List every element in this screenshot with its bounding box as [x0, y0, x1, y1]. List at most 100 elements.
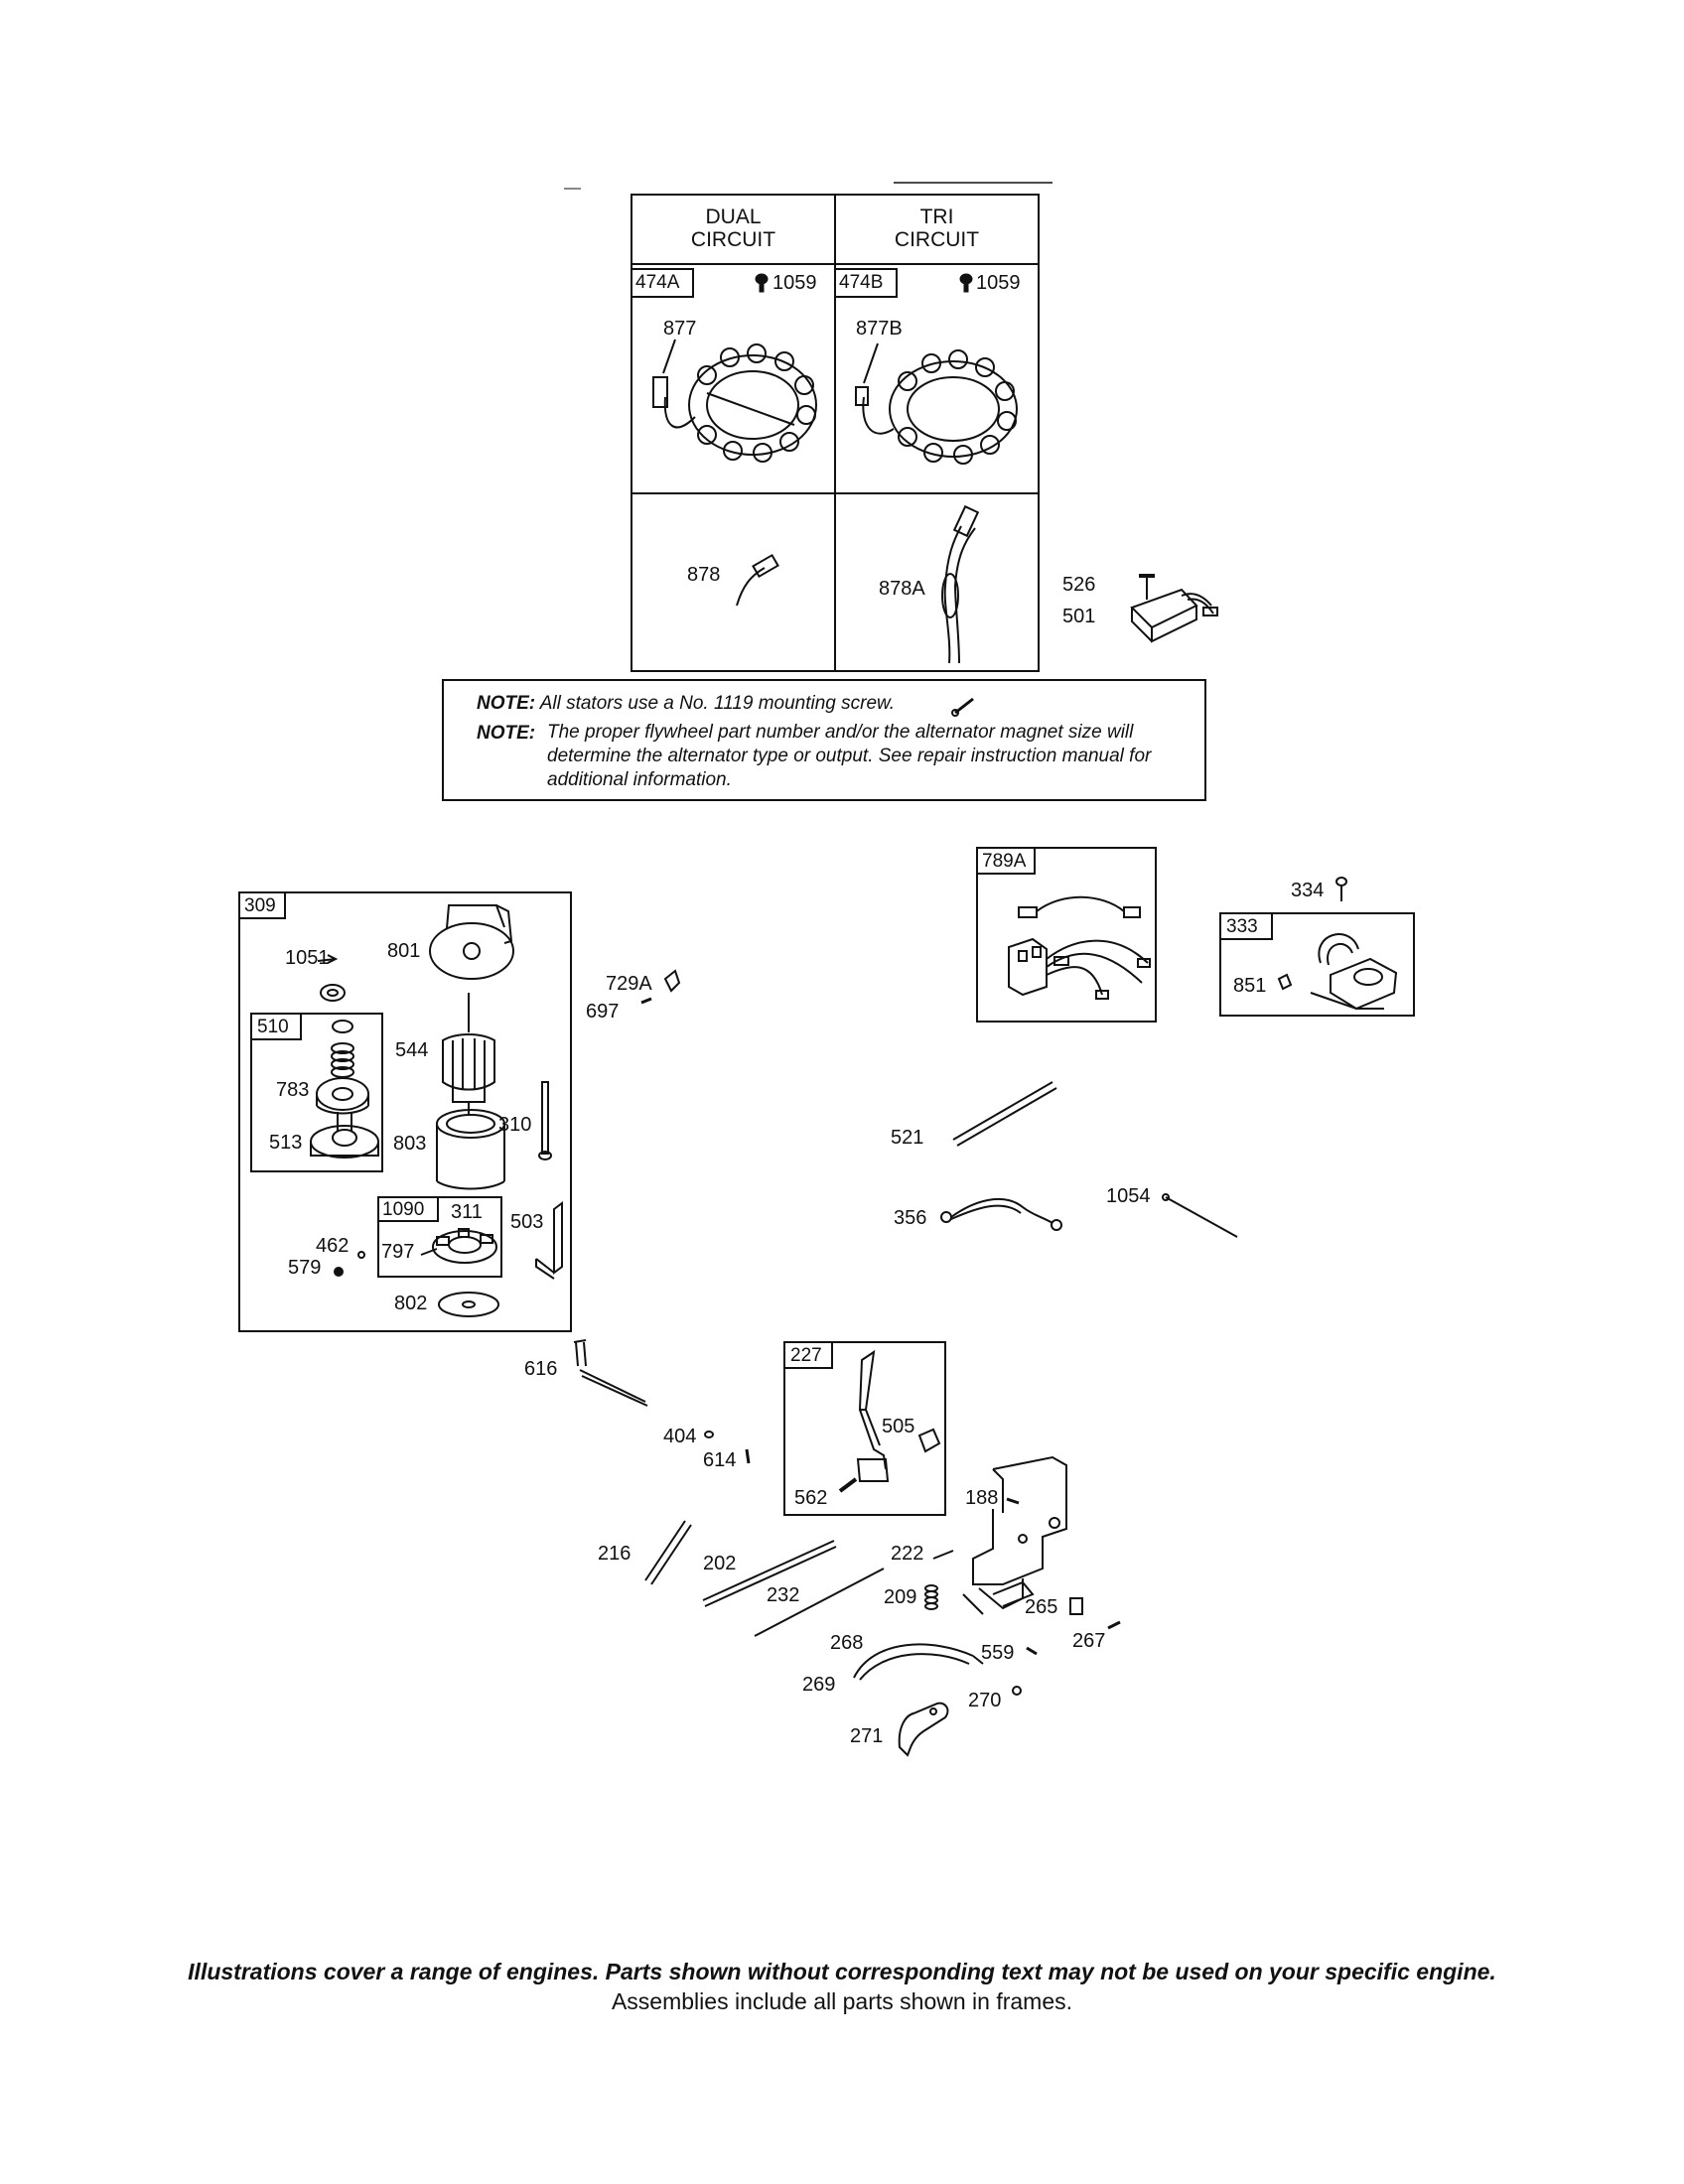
part-label-851: 851 — [1233, 975, 1267, 997]
part-label-356: 356 — [894, 1207, 927, 1229]
armature-544-drawing — [442, 993, 495, 1116]
pinion-gear-783-drawing — [316, 1077, 369, 1115]
governor-lever-227-drawing — [838, 1349, 941, 1493]
part-label-797: 797 — [381, 1241, 415, 1263]
governor-shaft-616-drawing — [573, 1339, 648, 1407]
part-label-267: 267 — [1072, 1630, 1106, 1652]
rod-521-drawing — [952, 1081, 1057, 1147]
screw-1059-icons — [755, 273, 973, 293]
rectifier-501-drawing — [1130, 574, 1218, 643]
part-label-503: 503 — [510, 1211, 544, 1233]
part-label-783: 783 — [276, 1079, 310, 1101]
frame-309-box — [238, 891, 572, 1332]
part-label-216: 216 — [598, 1543, 632, 1565]
frame-label-789A: 789A — [982, 851, 1027, 872]
wire-harness-789A-drawing — [1008, 895, 1151, 1000]
part-label-802: 802 — [394, 1293, 428, 1314]
part-label-269: 269 — [802, 1674, 836, 1696]
part-label-1051: 1051 — [285, 947, 330, 969]
part-label-1054: 1054 — [1106, 1185, 1151, 1207]
spring-209-drawing — [924, 1584, 938, 1610]
frame-label-309: 309 — [244, 895, 276, 916]
part-label-462: 462 — [316, 1235, 350, 1257]
part-label-222: 222 — [891, 1543, 924, 1565]
frame-label-510: 510 — [257, 1017, 289, 1037]
part-label-526: 526 — [1062, 574, 1096, 596]
brush-holder-797-drawing — [420, 1228, 497, 1264]
control-bracket-drawing — [962, 1455, 1067, 1615]
ignition-coil-333-drawing — [1277, 933, 1398, 1011]
footer-assemblies-note: Assemblies include all parts shown in fr… — [611, 1988, 1073, 2014]
part-label-513: 513 — [269, 1132, 303, 1154]
frame-1090-box — [377, 1196, 502, 1278]
frame-label-333: 333 — [1226, 916, 1258, 937]
frame-label-1090: 1090 — [382, 1199, 425, 1220]
frame-label-474B: 474B — [839, 272, 884, 293]
frame-label-474A: 474A — [635, 272, 680, 293]
part-label-265: 265 — [1025, 1596, 1058, 1618]
spring-drawing — [331, 1042, 354, 1078]
part-label-209: 209 — [884, 1586, 917, 1608]
note-1-label: NOTE: — [477, 693, 536, 714]
frame-label-227: 227 — [790, 1345, 822, 1366]
part-label-878A: 878A — [879, 578, 925, 600]
note-2-text: The proper flywheel part number and/or t… — [547, 722, 1152, 790]
part-label-614: 614 — [703, 1449, 737, 1471]
frame-474B-box — [834, 268, 898, 298]
motor-housing-803-drawing — [436, 1109, 505, 1190]
part-label-801: 801 — [387, 940, 421, 962]
header-tri-circuit: TRI CIRCUIT — [894, 205, 980, 251]
part-label-311: 311 — [451, 1201, 483, 1223]
part-label-310: 310 — [498, 1114, 532, 1136]
end-plate-802-drawing — [438, 1292, 499, 1317]
frame-510-box — [250, 1013, 383, 1172]
part-label-271: 271 — [850, 1725, 884, 1747]
frame-789A-box — [976, 847, 1157, 1023]
part-label-729A: 729A — [606, 973, 652, 995]
frame-333-box — [1219, 912, 1415, 1017]
stator-877-drawing — [652, 339, 817, 463]
part-label-1059-b: 1059 — [976, 272, 1021, 294]
part-label-505: 505 — [882, 1416, 915, 1437]
part-label-878: 878 — [687, 564, 721, 586]
part-label-202: 202 — [703, 1553, 737, 1574]
part-label-404: 404 — [663, 1426, 697, 1447]
part-label-334: 334 — [1291, 880, 1325, 901]
ground-wire-356-drawing — [940, 1198, 1062, 1231]
note-1: NOTE: All stators use a No. 1119 mountin… — [477, 691, 973, 717]
note-2-label: NOTE: — [477, 723, 536, 744]
frame-474A-box — [631, 268, 694, 298]
stator-877B-drawing — [855, 342, 1018, 465]
note-2: NOTE: The proper flywheel part number an… — [477, 721, 1184, 792]
note-box — [442, 679, 1206, 801]
cable-268-drawing — [853, 1643, 984, 1681]
end-cap-801-drawing — [429, 904, 514, 980]
part-label-268: 268 — [830, 1632, 864, 1654]
part-label-616: 616 — [524, 1358, 558, 1380]
part-label-877: 877 — [663, 318, 697, 340]
part-label-562: 562 — [794, 1487, 828, 1509]
drive-housing-513-drawing — [310, 1112, 379, 1159]
part-label-877B: 877B — [856, 318, 903, 340]
part-label-1059-a: 1059 — [772, 272, 817, 294]
header-dual-circuit: DUAL CIRCUIT — [690, 205, 776, 251]
part-label-803: 803 — [393, 1133, 427, 1155]
part-label-544: 544 — [395, 1039, 429, 1061]
part-label-697: 697 — [586, 1001, 620, 1023]
note-1-text: All stators use a No. 1119 mounting scre… — [539, 693, 895, 714]
harness-878A-drawing — [941, 504, 980, 664]
screw-334-drawing — [1335, 877, 1347, 901]
part-label-188: 188 — [965, 1487, 999, 1509]
part-label-501: 501 — [1062, 606, 1096, 627]
bracket-271-drawing — [898, 1702, 949, 1757]
frame-227-box — [783, 1341, 946, 1516]
through-bolt-310-drawing — [538, 1081, 552, 1160]
bracket-503-drawing — [535, 1201, 563, 1280]
part-label-579: 579 — [288, 1257, 322, 1279]
part-label-559: 559 — [981, 1642, 1015, 1664]
lead-878-drawing — [736, 553, 779, 607]
part-label-521: 521 — [891, 1127, 924, 1149]
part-label-232: 232 — [767, 1584, 800, 1606]
part-label-270: 270 — [968, 1690, 1002, 1711]
footer-disclaimer: Illustrations cover a range of engines. … — [188, 1959, 1496, 1984]
